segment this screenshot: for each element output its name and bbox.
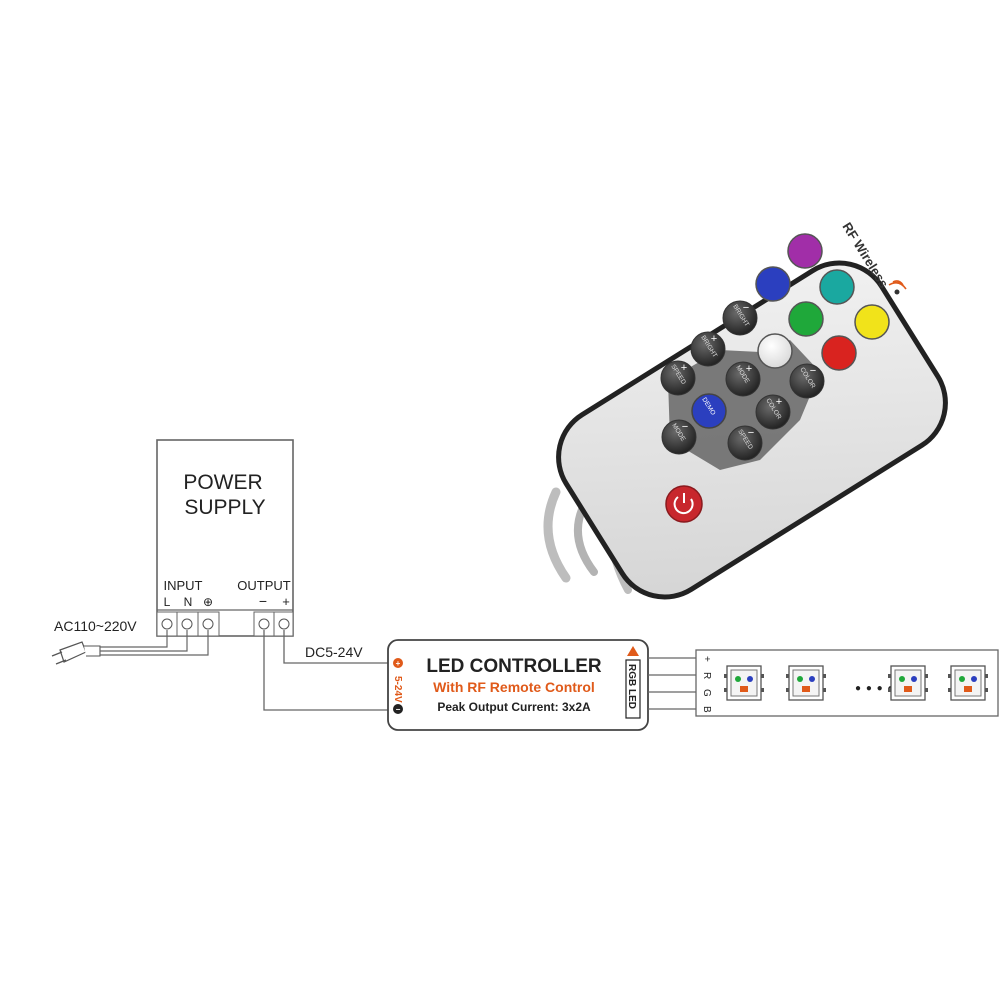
terminal-screw [202,618,214,630]
color-button-white[interactable] [757,333,793,369]
power-supply-title-1: POWER [183,471,262,494]
led-chip [888,665,928,701]
led-chip [948,665,988,701]
controller-subtitle: With RF Remote Control [433,679,595,695]
color-button-red[interactable] [821,335,857,371]
terminal-label-ground: ⊕ [203,595,213,609]
minus-terminal-icon [393,704,403,714]
button-sign: + [746,363,752,375]
bright-up-button[interactable]: BRIGHT + [690,331,726,367]
button-sign: − [748,427,754,439]
controller-title: LED CONTROLLER [426,656,601,677]
controller-input-label: 5-24V [392,676,403,703]
strip-pin-plus: + [701,656,712,662]
color-button-blue[interactable] [755,266,791,302]
terminal-label-l: L [164,595,171,609]
dc-voltage-label: DC5-24V [305,644,363,660]
terminal-block [156,611,294,637]
ac-voltage-label: AC110~220V [54,618,137,634]
mode-up-button[interactable]: MODE + [725,361,761,397]
input-label: INPUT [164,578,203,593]
button-sign: − [810,365,816,377]
demo-button[interactable] [691,393,727,429]
warning-triangle-icon [627,646,639,656]
color-button-green[interactable] [788,301,824,337]
svg-text:−: − [396,705,401,714]
bright-down-button[interactable]: BRIGHT − [722,300,758,336]
strip-ellipsis: ● ● ● ● [855,683,895,694]
color-down-button[interactable]: COLOR − [789,363,825,399]
led-chip [724,665,764,701]
led-controller: LED CONTROLLER With RF Remote Control Pe… [387,639,649,731]
color-button-teal[interactable] [819,269,855,305]
button-sign: − [743,302,749,314]
plus-terminal-icon [393,658,403,668]
button-sign: + [776,396,782,408]
button-sign: + [681,362,687,374]
terminal-label-n: N [184,595,193,609]
power-icon [673,496,694,515]
svg-text:+: + [396,659,401,668]
rf-signal-icon [888,280,907,290]
power-supply: POWER SUPPLY INPUT OUTPUT L N ⊕ − + [156,439,294,637]
terminal-screw [258,618,270,630]
power-button[interactable] [665,485,703,523]
mode-down-button[interactable]: MODE − [661,419,697,455]
terminal-label-plus: + [282,594,290,609]
power-supply-title-2: SUPPLY [184,496,265,519]
controller-box [387,639,649,731]
ac-plug: AC110~220V [51,618,209,665]
button-pad [668,340,820,470]
power-supply-box [156,439,294,637]
controller-output-label: RGB LED [626,664,637,709]
speed-down-button[interactable]: SPEED − [727,425,763,461]
led-chip [786,665,826,701]
terminal-screw [181,618,193,630]
strip-pin-r: R [701,672,712,679]
button-sign: − [682,421,688,433]
button-sign: + [711,333,717,345]
led-strip: + R G B ● ● ● ● [695,649,999,717]
terminal-label-minus: − [259,593,267,609]
color-up-button[interactable]: COLOR + [755,394,791,430]
strip-pin-g: G [701,689,712,697]
dc-wires: DC5-24V [263,630,388,711]
terminal-screw [278,618,290,630]
color-button-purple[interactable] [787,233,823,269]
output-label: OUTPUT [237,578,291,593]
rf-remote: RF Wireless BRIGHT − BRIGHT + SPEED + [556,220,948,600]
speed-up-button[interactable]: SPEED + [660,360,696,396]
color-button-yellow[interactable] [854,304,890,340]
controller-spec: Peak Output Current: 3x2A [437,700,591,714]
strip-pin-b: B [701,706,712,713]
terminal-screw [161,618,173,630]
